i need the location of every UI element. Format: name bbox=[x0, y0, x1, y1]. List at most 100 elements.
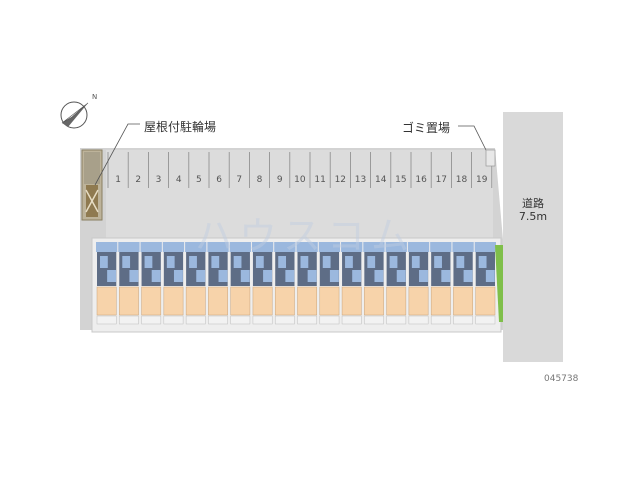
parking-space-number: 13 bbox=[355, 175, 366, 185]
apartment-unit bbox=[474, 242, 496, 325]
unit-balcony bbox=[341, 315, 362, 325]
unit-bath bbox=[322, 256, 331, 268]
unit-room bbox=[297, 286, 318, 316]
unit-room bbox=[364, 286, 384, 316]
bike-parking-label: 屋根付駐輪場 bbox=[144, 120, 217, 134]
unit-kitchen bbox=[107, 270, 117, 282]
unit-room bbox=[319, 286, 340, 316]
apartment-unit bbox=[296, 242, 318, 325]
unit-room bbox=[475, 286, 496, 316]
parking-space-number: 18 bbox=[456, 175, 468, 185]
compass-north-icon: N bbox=[60, 93, 97, 129]
parking-space-number: 12 bbox=[335, 175, 346, 185]
apartment-unit bbox=[185, 242, 207, 325]
parking-space-number: 6 bbox=[216, 175, 222, 185]
unit-kitchen bbox=[151, 270, 161, 282]
unit-bath bbox=[100, 256, 108, 268]
green-strip bbox=[495, 245, 503, 322]
unit-balcony bbox=[475, 315, 496, 325]
unit-room bbox=[141, 286, 162, 316]
unit-entrance bbox=[251, 242, 274, 252]
watermark: ハウスコム bbox=[195, 214, 416, 258]
unit-entrance bbox=[296, 242, 318, 252]
apartment-unit bbox=[207, 242, 229, 325]
unit-room bbox=[430, 286, 451, 316]
apartment-unit bbox=[430, 242, 452, 325]
unit-room bbox=[252, 286, 273, 316]
unit-room bbox=[163, 286, 184, 316]
unit-entrance bbox=[363, 242, 385, 252]
building-units bbox=[96, 242, 496, 325]
unit-balcony bbox=[408, 315, 429, 325]
apartment-unit bbox=[162, 242, 185, 325]
unit-room bbox=[386, 286, 407, 316]
parking-space-number: 19 bbox=[476, 175, 488, 185]
unit-bath bbox=[411, 256, 420, 268]
parking-space-number: 17 bbox=[436, 175, 447, 185]
apartment-unit bbox=[452, 242, 474, 325]
parking-space-number: 5 bbox=[196, 175, 202, 185]
road-name-label: 道路 bbox=[522, 197, 544, 210]
unit-room bbox=[230, 286, 251, 316]
garbage-area bbox=[485, 149, 496, 167]
garbage-label: ゴミ置場 bbox=[402, 121, 451, 135]
unit-entrance bbox=[162, 242, 185, 252]
unit-bath bbox=[233, 256, 242, 268]
parking-space-number: 8 bbox=[257, 175, 263, 185]
parking-space-number: 11 bbox=[314, 175, 325, 185]
parking-space-number: 1 bbox=[115, 175, 121, 185]
unit-entrance bbox=[341, 242, 363, 252]
unit-kitchen bbox=[129, 270, 139, 282]
svg-text:N: N bbox=[92, 93, 97, 101]
unit-entrance bbox=[474, 242, 496, 252]
unit-kitchen bbox=[329, 270, 339, 282]
unit-balcony bbox=[453, 315, 473, 325]
unit-bath bbox=[367, 256, 376, 268]
unit-room bbox=[119, 286, 139, 316]
unit-kitchen bbox=[374, 270, 384, 282]
unit-room bbox=[341, 286, 362, 316]
unit-bath bbox=[300, 256, 309, 268]
unit-kitchen bbox=[419, 270, 428, 282]
parking-space-number: 4 bbox=[176, 175, 182, 185]
unit-entrance bbox=[274, 242, 296, 252]
parking-space-number: 14 bbox=[375, 175, 387, 185]
apartment-unit bbox=[140, 242, 162, 325]
unit-room bbox=[453, 286, 473, 316]
unit-balcony bbox=[364, 315, 384, 325]
unit-entrance bbox=[185, 242, 207, 252]
apartment-unit bbox=[363, 242, 385, 325]
unit-balcony bbox=[252, 315, 273, 325]
apartment-unit bbox=[229, 242, 251, 325]
unit-kitchen bbox=[218, 270, 228, 282]
unit-balcony bbox=[430, 315, 451, 325]
bike-parking-roof bbox=[84, 152, 100, 184]
unit-entrance bbox=[385, 242, 407, 252]
unit-entrance bbox=[229, 242, 251, 252]
unit-bath bbox=[166, 256, 175, 268]
unit-kitchen bbox=[396, 270, 406, 282]
unit-bath bbox=[434, 256, 442, 268]
unit-kitchen bbox=[240, 270, 250, 282]
unit-room bbox=[208, 286, 228, 316]
unit-entrance bbox=[140, 242, 162, 252]
unit-entrance bbox=[207, 242, 229, 252]
unit-bath bbox=[278, 256, 287, 268]
unit-entrance bbox=[118, 242, 140, 252]
parking-space-number: 9 bbox=[277, 175, 283, 185]
unit-kitchen bbox=[463, 270, 473, 282]
unit-kitchen bbox=[441, 270, 451, 282]
apartment-unit bbox=[96, 242, 118, 325]
unit-bath bbox=[478, 256, 487, 268]
apartment-unit bbox=[385, 242, 407, 325]
parking-space-number: 16 bbox=[415, 175, 427, 185]
bike-parking bbox=[81, 149, 103, 221]
unit-kitchen bbox=[173, 270, 183, 282]
bike-icon bbox=[85, 185, 99, 217]
unit-bath bbox=[144, 256, 153, 268]
unit-bath bbox=[189, 256, 197, 268]
unit-entrance bbox=[452, 242, 474, 252]
unit-kitchen bbox=[196, 270, 206, 282]
parking-space-number: 2 bbox=[135, 175, 141, 185]
